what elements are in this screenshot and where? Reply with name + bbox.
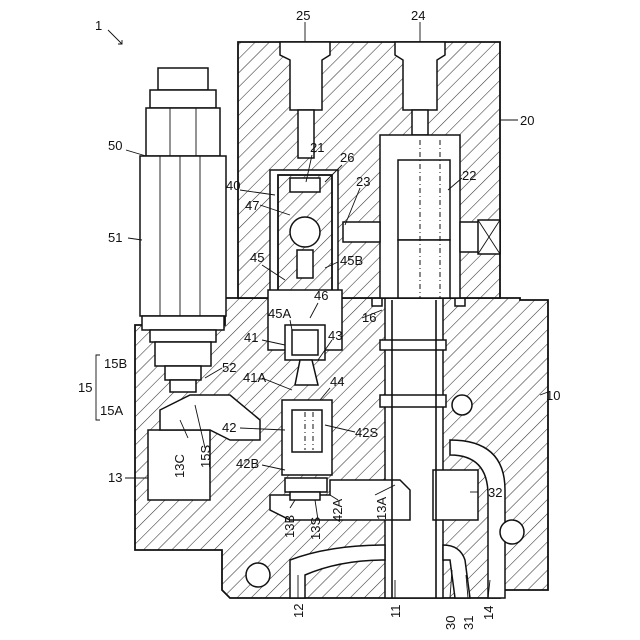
label-42: 42	[222, 420, 236, 435]
label-13A: 13A	[374, 497, 389, 520]
label-47: 47	[245, 198, 259, 213]
label-15S: 15S	[198, 445, 213, 468]
label-32: 32	[488, 485, 502, 500]
label-45: 45	[250, 250, 264, 265]
label-46: 46	[314, 288, 328, 303]
label-42B: 42B	[236, 456, 259, 471]
label-43: 43	[328, 328, 342, 343]
label-figure-1: 1	[95, 18, 102, 33]
label-41A: 41A	[243, 370, 266, 385]
label-21: 21	[310, 140, 324, 155]
label-16: 16	[362, 310, 376, 325]
label-44: 44	[330, 374, 344, 389]
label-13C: 13C	[172, 454, 187, 478]
label-41: 41	[244, 330, 258, 345]
label-15A: 15A	[100, 403, 123, 418]
label-42A: 42A	[330, 499, 345, 522]
label-15B: 15B	[104, 356, 127, 371]
label-20: 20	[520, 113, 534, 128]
label-10: 10	[546, 388, 560, 403]
label-30: 30	[443, 616, 458, 630]
label-42S: 42S	[355, 425, 378, 440]
label-45B: 45B	[340, 253, 363, 268]
label-52: 52	[222, 360, 236, 375]
label-31: 31	[461, 616, 476, 630]
label-23: 23	[356, 174, 370, 189]
label-50: 50	[108, 138, 122, 153]
label-26: 26	[340, 150, 354, 165]
label-11: 11	[388, 605, 403, 619]
label-13: 13	[108, 470, 122, 485]
label-45A: 45A	[268, 306, 291, 321]
label-51: 51	[108, 230, 122, 245]
label-13B: 13B	[282, 515, 297, 538]
label-22: 22	[462, 168, 476, 183]
label-25: 25	[296, 8, 310, 23]
label-15: 15	[78, 380, 92, 395]
label-13S: 13S	[308, 517, 323, 540]
label-12: 12	[291, 604, 306, 618]
label-14: 14	[481, 606, 496, 620]
label-24: 24	[411, 8, 425, 23]
label-40: 40	[226, 178, 240, 193]
